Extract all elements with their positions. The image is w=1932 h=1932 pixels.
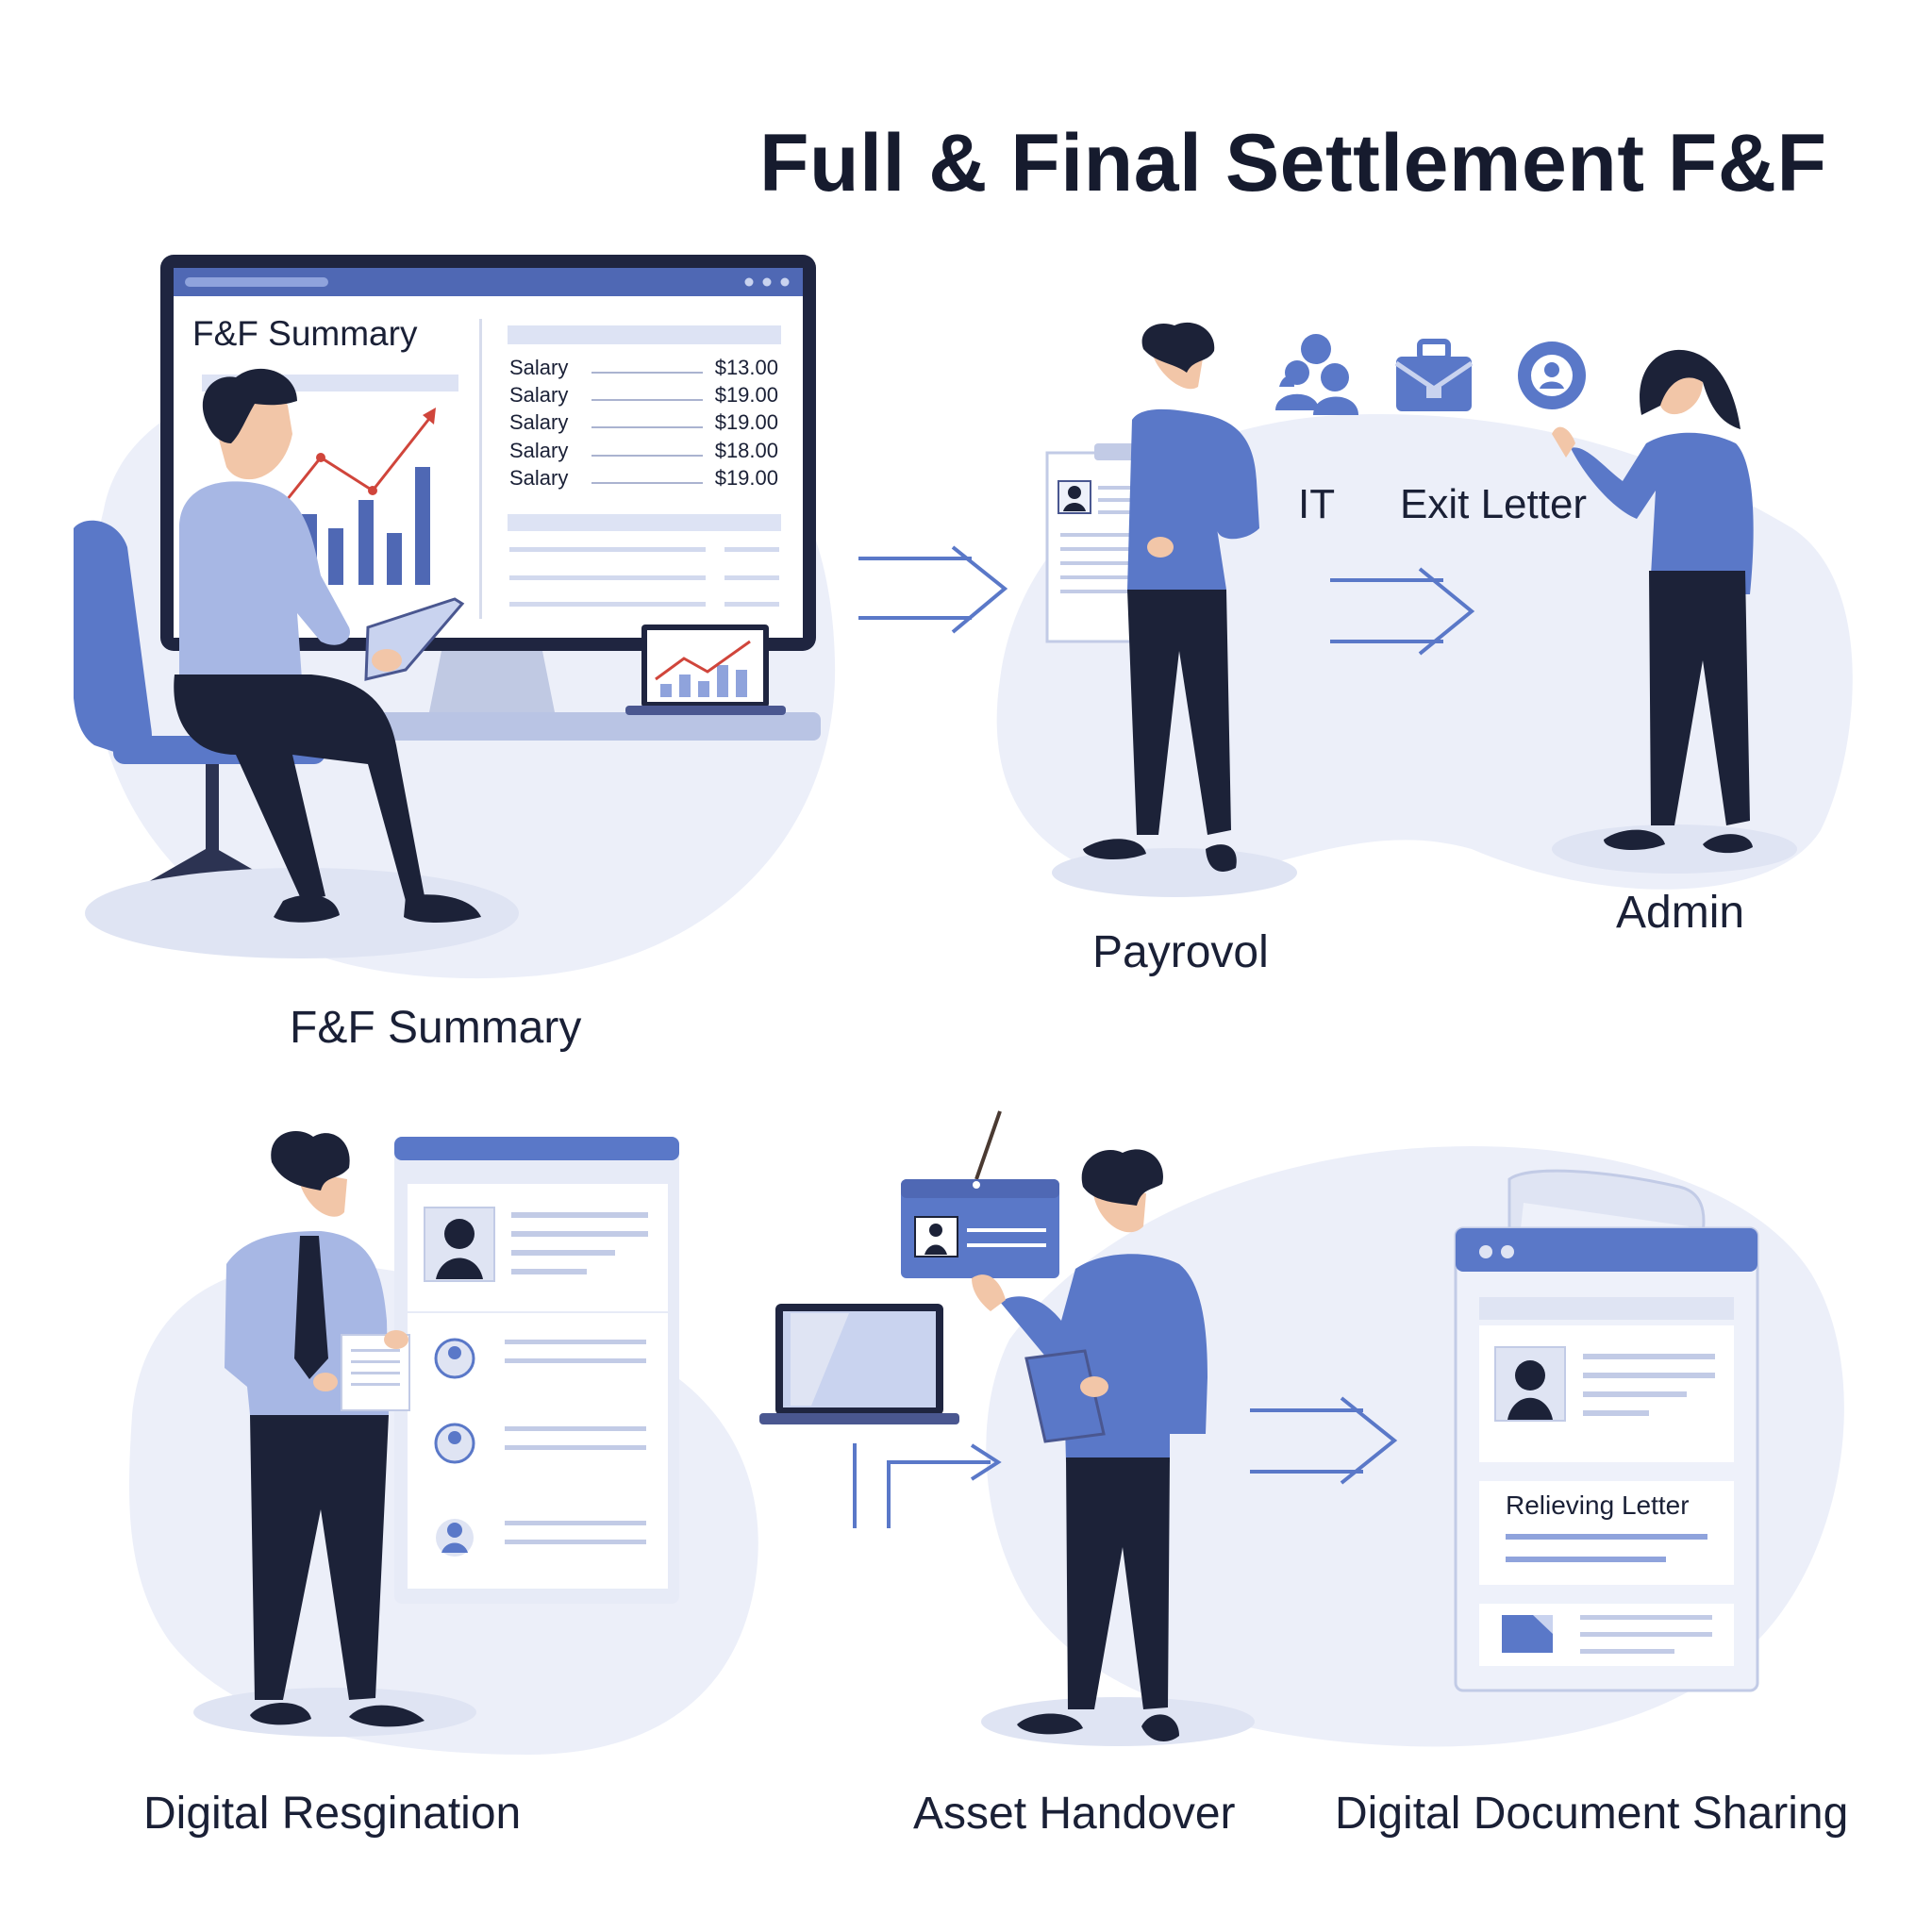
arrow-departments xyxy=(1330,567,1475,656)
salary-label: Salary xyxy=(509,439,569,462)
laptop-handover xyxy=(759,1304,959,1424)
salary-value: $19.00 xyxy=(714,410,778,434)
standing-person-handover xyxy=(972,1149,1255,1746)
salary-row: Salary $18.00 xyxy=(509,439,778,466)
salary-dash xyxy=(591,455,703,457)
caption-digital-resignation: Digital Resgination xyxy=(143,1789,522,1839)
seated-person xyxy=(174,368,481,923)
label-exit-letter: Exit Letter xyxy=(1400,481,1588,527)
salary-row: Salary $13.00 xyxy=(509,356,778,383)
salary-row: Salary $19.00 xyxy=(509,410,778,438)
resignation-form-window xyxy=(394,1137,679,1604)
salary-dash xyxy=(591,399,703,401)
standing-person-admin xyxy=(1552,349,1797,874)
caption-ff-summary: F&F Summary xyxy=(290,1003,582,1053)
id-card-badge xyxy=(901,1110,1059,1278)
page-title: Full & Final Settlement F&F xyxy=(759,118,1827,208)
caption-asset-handover: Asset Handover xyxy=(913,1789,1236,1839)
salary-value: $18.00 xyxy=(714,439,778,462)
team-icon xyxy=(1275,334,1358,415)
caption-payroll: Payrovol xyxy=(1092,927,1269,977)
arrow-summary-to-payroll xyxy=(858,545,1008,634)
salary-row: Salary $19.00 xyxy=(509,383,778,410)
salary-dash xyxy=(591,426,703,428)
laptop-small xyxy=(625,625,786,715)
salary-value: $19.00 xyxy=(714,466,778,490)
standing-person-resignation xyxy=(193,1131,476,1737)
label-it: IT xyxy=(1298,481,1336,527)
salary-label: Salary xyxy=(509,383,569,407)
monitor-screen-title: F&F Summary xyxy=(192,314,418,353)
document-sharing-window xyxy=(1454,1169,1759,1692)
standing-person-payroll xyxy=(1052,322,1297,897)
arrow-resignation-to-handover xyxy=(853,1443,1002,1528)
briefcase-icon xyxy=(1394,339,1474,411)
salary-label: Salary xyxy=(509,356,569,379)
caption-admin: Admin xyxy=(1616,888,1745,938)
arrow-handover-to-sharing xyxy=(1250,1396,1398,1485)
salary-dash xyxy=(591,372,703,374)
support-agent-icon xyxy=(1518,341,1586,409)
caption-digital-document-sharing: Digital Document Sharing xyxy=(1335,1789,1849,1839)
salary-label: Salary xyxy=(509,410,569,434)
salary-label: Salary xyxy=(509,466,569,490)
document-card-title: Relieving Letter xyxy=(1506,1491,1690,1520)
salary-dash xyxy=(591,482,703,484)
salary-value: $19.00 xyxy=(714,383,778,407)
salary-value: $13.00 xyxy=(714,356,778,379)
salary-row: Salary $19.00 xyxy=(509,466,778,493)
